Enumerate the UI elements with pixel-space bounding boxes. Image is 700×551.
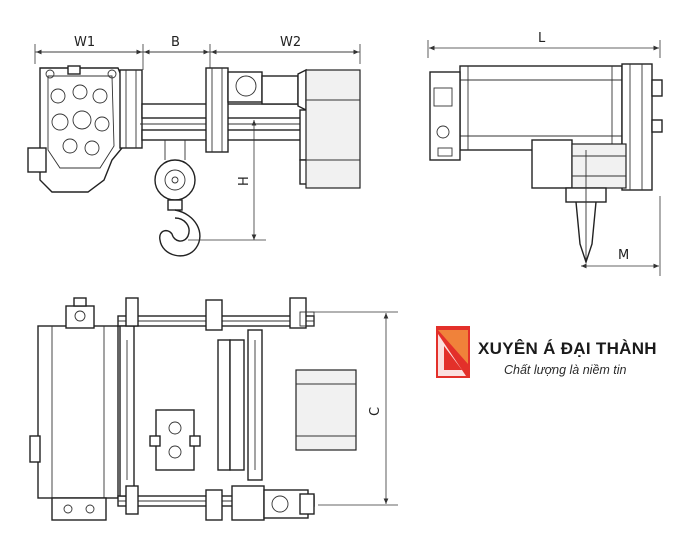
front-view: W1 B W2	[27, 35, 361, 257]
plan-side-frame-left	[119, 297, 139, 515]
c-dimension-line	[310, 311, 398, 506]
m-dimension-line	[581, 196, 661, 276]
brand-tagline: Chất lượng là niềm tin	[504, 363, 627, 377]
dimension-c-label: C	[368, 407, 383, 416]
dimension-b-label: B	[171, 35, 180, 50]
brand-name: XUYÊN Á ĐẠI THÀNH	[478, 339, 657, 358]
gearbox-housing	[27, 65, 123, 193]
l-dimension-line	[427, 40, 661, 58]
plan-cross-rails	[117, 315, 315, 507]
hoist-motor	[227, 68, 361, 189]
dimension-w1-label: W1	[74, 35, 95, 50]
plan-right-box	[289, 297, 357, 451]
h-dimension-line	[188, 120, 266, 241]
plan-bottom-device	[51, 497, 107, 521]
hook-block	[154, 140, 201, 257]
dimension-h-label: H	[237, 176, 252, 186]
side-trolley-block	[531, 139, 627, 265]
plan-bottom-motor	[231, 485, 315, 521]
dimension-m-label: M	[618, 248, 629, 263]
dimension-w2-label: W2	[280, 35, 301, 50]
plan-drum	[37, 325, 119, 499]
plan-view: C	[29, 297, 398, 521]
brand-logo	[436, 326, 470, 378]
plan-top-device	[65, 297, 95, 329]
side-control-box	[429, 71, 461, 161]
side-end-gear	[621, 63, 663, 191]
side-view: L	[427, 31, 663, 276]
side-drum-body	[459, 65, 623, 151]
front-dimension-line	[34, 44, 361, 70]
plan-hook-center	[149, 409, 201, 471]
plan-side-frame-mid	[205, 299, 263, 521]
dimension-l-label: L	[538, 31, 546, 46]
